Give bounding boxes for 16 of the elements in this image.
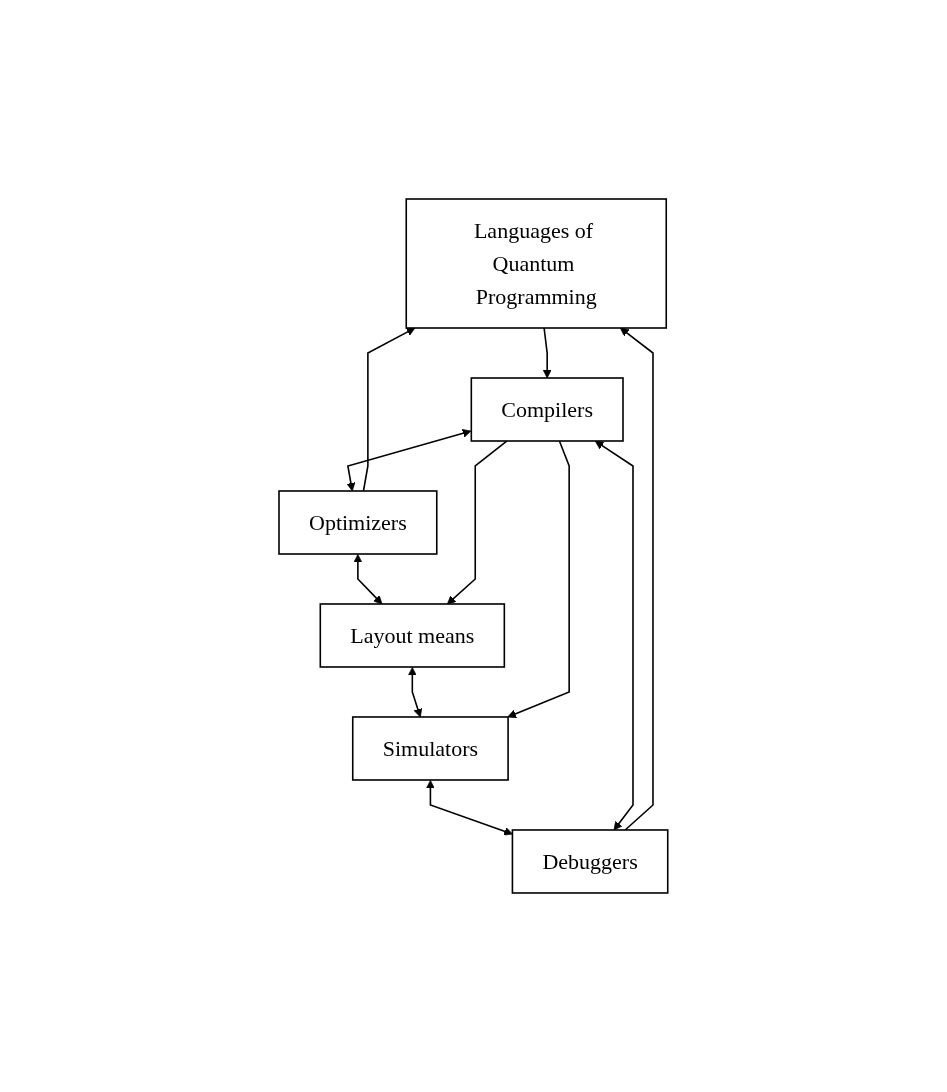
node-box: Languages of Quantum Programming (405, 198, 668, 329)
arrow (362, 327, 416, 492)
arrow (426, 780, 513, 836)
arrow (408, 667, 423, 718)
arrow (447, 440, 508, 605)
arrow (507, 440, 571, 719)
arrow (542, 327, 552, 379)
node-box: Compilers (470, 377, 624, 442)
arrow (620, 327, 654, 831)
arrow (353, 554, 383, 605)
node-box: Layout means (319, 603, 506, 668)
arrow (595, 440, 634, 831)
arrow (346, 429, 472, 492)
node-box: Debuggers (511, 829, 669, 894)
node-box: Simulators (352, 716, 509, 781)
node-box: Optimizers (278, 490, 438, 555)
